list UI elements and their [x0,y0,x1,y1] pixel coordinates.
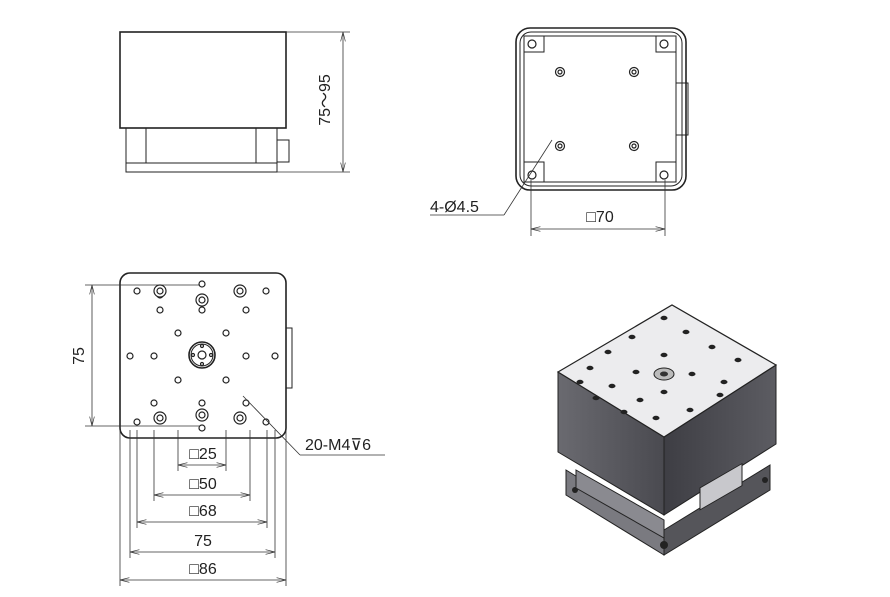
hole [222,376,230,384]
dimension-label: □86 [189,561,217,578]
hole [133,287,141,295]
hole [150,352,158,360]
side-height-label: 75～95 [317,74,334,126]
hole [156,414,164,422]
center-boss [188,341,216,369]
hole [150,399,158,407]
hole [236,287,244,295]
hole [660,352,668,358]
hole [242,306,250,314]
hole [198,306,206,314]
hole [198,399,206,407]
hole [660,389,668,395]
hole [716,392,724,398]
hole [198,411,206,419]
hole [156,306,164,314]
hole [262,287,270,295]
hole [660,315,668,321]
hole [174,376,182,384]
top-face-holes [576,315,742,421]
isometric-view [556,304,778,556]
hole [720,379,728,385]
hole [636,397,644,403]
dimension-label: 75 [194,533,212,550]
hole [576,379,584,385]
dimension-label: □50 [189,476,217,493]
hole [628,334,636,340]
hole [198,296,206,304]
hole [133,418,141,426]
hole [608,383,616,389]
hole [242,352,250,360]
hole [271,352,279,360]
hole [632,369,640,375]
dimension-label: □25 [189,446,217,463]
hole [222,329,230,337]
hole [708,344,716,350]
hole [688,371,696,377]
hole [604,349,612,355]
hole [174,329,182,337]
hole [586,365,594,371]
m4-holes [126,280,279,432]
hole [620,409,628,415]
hole [236,414,244,422]
hole [686,407,694,413]
mount-holes [527,39,669,180]
dimension-label: □68 [189,503,217,520]
top-height-label: 75 [71,347,88,365]
hole [198,424,206,432]
hole [734,357,742,363]
hole [126,352,134,360]
hole [156,287,164,295]
width-dimensions: □25 □50 □68 75 □86 [119,430,287,586]
hole [682,329,690,335]
hole [652,415,660,421]
pitch-label: □70 [586,209,614,226]
bottom-view: 4-Ø4.5 □70 [430,27,689,236]
hole [242,399,250,407]
inner-holes [554,66,640,152]
side-view: 75～95 [119,31,350,173]
hole [262,418,270,426]
thread-callout: 20-M4⊽6 [305,437,371,454]
hole [198,280,206,288]
hole-callout: 4-Ø4.5 [430,199,479,216]
top-view: 75 20-M4⊽6 □25 □50 □68 75 □86 [71,272,385,586]
hole [592,395,600,401]
